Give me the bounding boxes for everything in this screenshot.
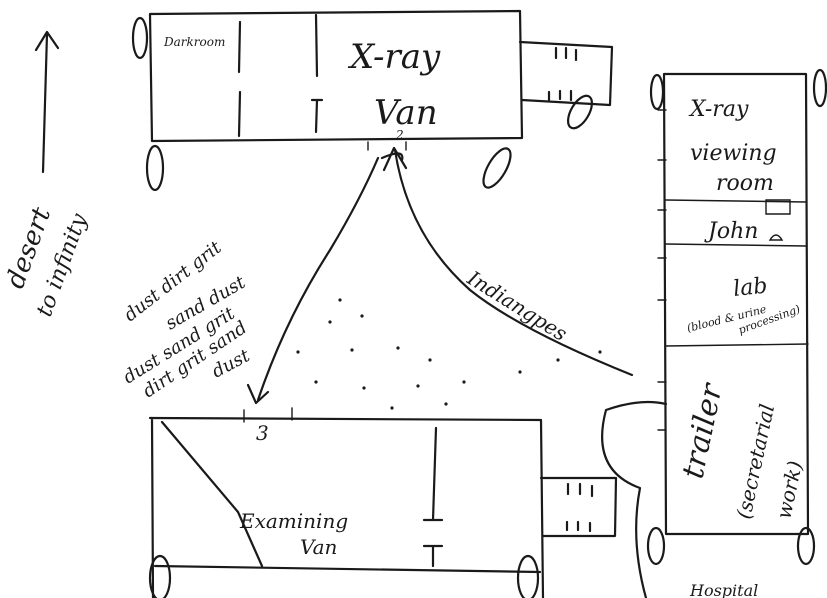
examining-van-title-line2: Van — [300, 535, 337, 559]
xray-van-hitch — [520, 42, 612, 105]
trailer-lab: lab — [732, 274, 769, 302]
trailer-wheel-bottom-left — [648, 528, 664, 564]
trailer-partition-3 — [666, 344, 808, 346]
xray-van-door-mark: 2 — [395, 128, 404, 142]
dust-dot — [396, 346, 399, 349]
xray-van-outline — [150, 11, 522, 141]
trailer-wheel-top-right — [814, 70, 826, 106]
up-arrow — [36, 32, 58, 172]
dust-dot — [598, 350, 601, 353]
xray-van-wheel-front-top — [133, 18, 147, 58]
trailer-viewing-line2: viewing — [690, 141, 777, 166]
xray-van-wheel-rear-bottom — [478, 144, 516, 191]
examining-van-hitch — [541, 478, 616, 536]
examining-van-title-line1: Examining — [239, 509, 348, 533]
dust-dot — [350, 348, 353, 351]
dust-dot — [362, 386, 365, 389]
trailer-john: John — [704, 219, 758, 244]
dust-dot — [462, 380, 465, 383]
trailer-viewing-line1: X-ray — [688, 97, 749, 122]
dust-dot — [360, 314, 363, 317]
dust-dot — [390, 406, 393, 409]
trailer-fixture-toilet — [766, 200, 790, 240]
darkroom-label: Darkroom — [163, 35, 225, 49]
dust-dot — [428, 358, 431, 361]
xray-van-partition-left — [239, 22, 240, 136]
dust-dot — [314, 380, 317, 383]
bottom-partial-label: Hospital — [689, 581, 758, 598]
trailer-viewing-line3: room — [716, 171, 774, 196]
road-label: Indiangpes — [463, 265, 572, 345]
trailer-partition-2 — [666, 244, 806, 246]
xray-van-title-line2: Van — [374, 93, 438, 133]
examining-van-diagonal — [162, 422, 262, 566]
arrow-xray-to-examining — [248, 158, 378, 403]
dust-dot — [444, 402, 447, 405]
dust-dot — [518, 370, 521, 373]
examining-van-ticks — [244, 408, 292, 422]
xray-van-title-line1: X-ray — [347, 37, 441, 77]
examining-van-wheel-right — [518, 556, 538, 598]
trailer: X-ray viewing room John lab (blood & uri… — [602, 70, 826, 598]
trailer-wheel-top-left — [651, 75, 663, 109]
xray-van: Darkroom X-ray Van 2 — [133, 11, 612, 192]
annotations: desert to infinity dust dirt grit sand d… — [0, 203, 758, 598]
xray-van-door-ticks — [368, 142, 406, 150]
trailer-secretarial-line2: work) — [771, 459, 807, 521]
dust-dot — [296, 350, 299, 353]
xray-van-wheel-rear-top — [563, 92, 597, 132]
dust-dot — [328, 320, 331, 323]
trailer-name-label: trailer — [676, 379, 730, 481]
xray-van-wheel-front-bottom — [147, 146, 163, 190]
arrow-trailer-to-xray — [384, 148, 632, 375]
dust-dot — [556, 358, 559, 361]
path-arrows — [36, 32, 632, 403]
trailer-hitch — [602, 402, 666, 598]
examining-van: 3 Examining Van — [150, 408, 616, 598]
examining-van-partition — [424, 428, 442, 566]
examining-van-door-mark: 3 — [256, 421, 269, 445]
examining-van-outline — [150, 418, 543, 598]
trailer-secretarial-line1: (secretarial — [731, 402, 779, 521]
dust-dot — [338, 298, 341, 301]
xray-van-partition-right — [312, 15, 322, 132]
dust-dot — [416, 384, 419, 387]
